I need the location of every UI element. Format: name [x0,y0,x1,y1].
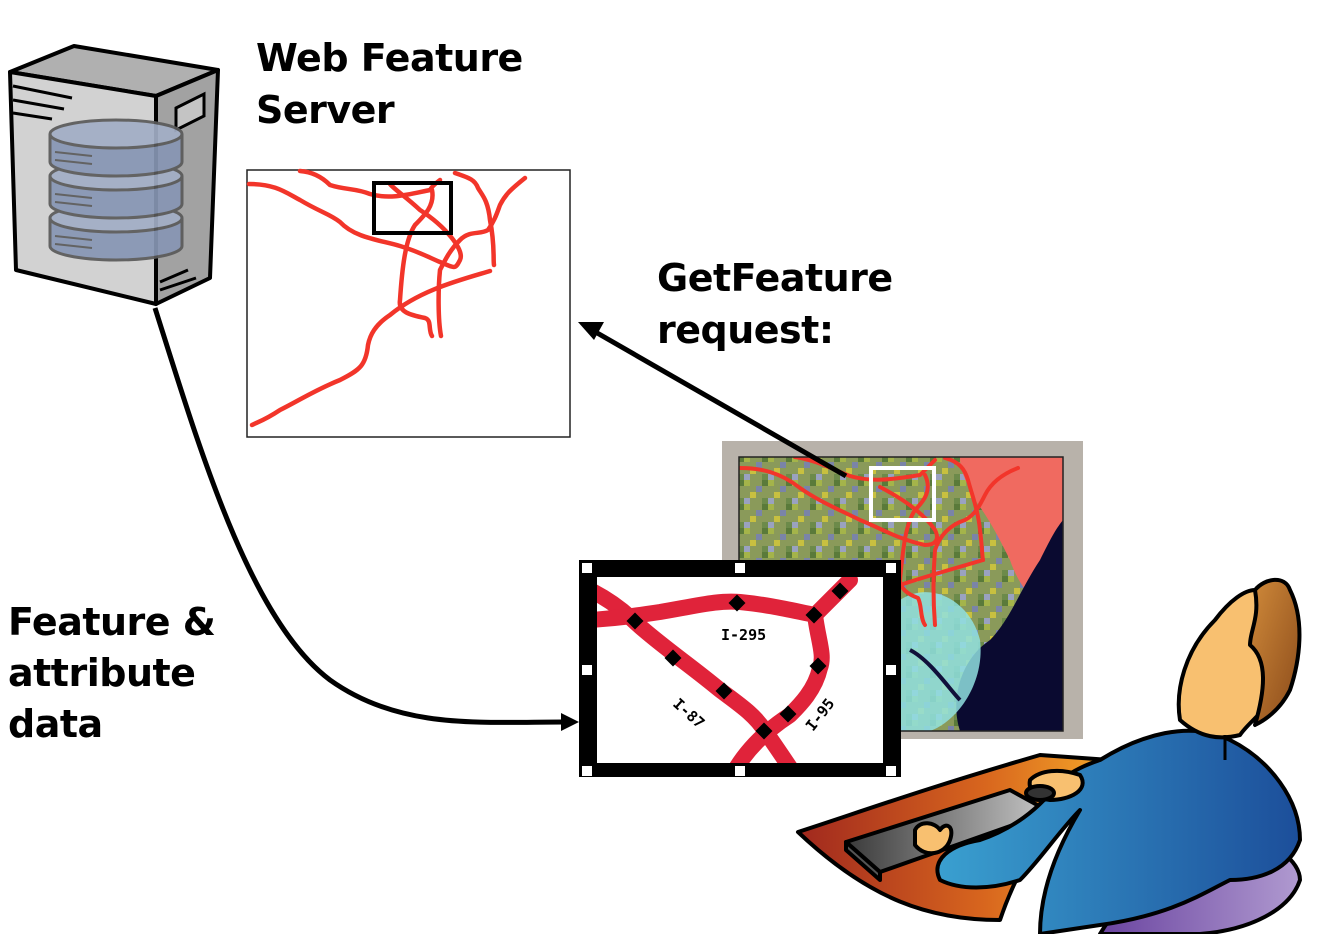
response-label-line: data [8,702,103,746]
zoomed-feature-map: I-295 I-87 I-95 [579,560,901,777]
selection-box[interactable] [372,181,453,235]
response-label-line: Feature & [8,600,216,644]
request-label-line: request: [657,308,834,352]
server-label: Web Feature Server [256,32,523,136]
server-icon [8,44,220,306]
resize-handles[interactable] [582,563,896,776]
road-label-i295: I-295 [721,626,766,644]
user-illustration [796,577,1302,934]
database-icon [48,118,184,262]
response-label: Feature & attribute data [8,597,216,750]
vector-road-map [246,168,571,438]
server-label-line: Server [256,88,395,132]
server-label-line: Web Feature [256,36,523,80]
request-arrow [578,322,848,479]
request-label-line: GetFeature [657,256,893,300]
response-arrow [152,307,579,731]
request-label: GetFeature request: [657,252,893,356]
satellite-selection-box[interactable] [869,466,936,522]
response-label-line: attribute [8,651,196,695]
vertex-markers [626,582,849,740]
